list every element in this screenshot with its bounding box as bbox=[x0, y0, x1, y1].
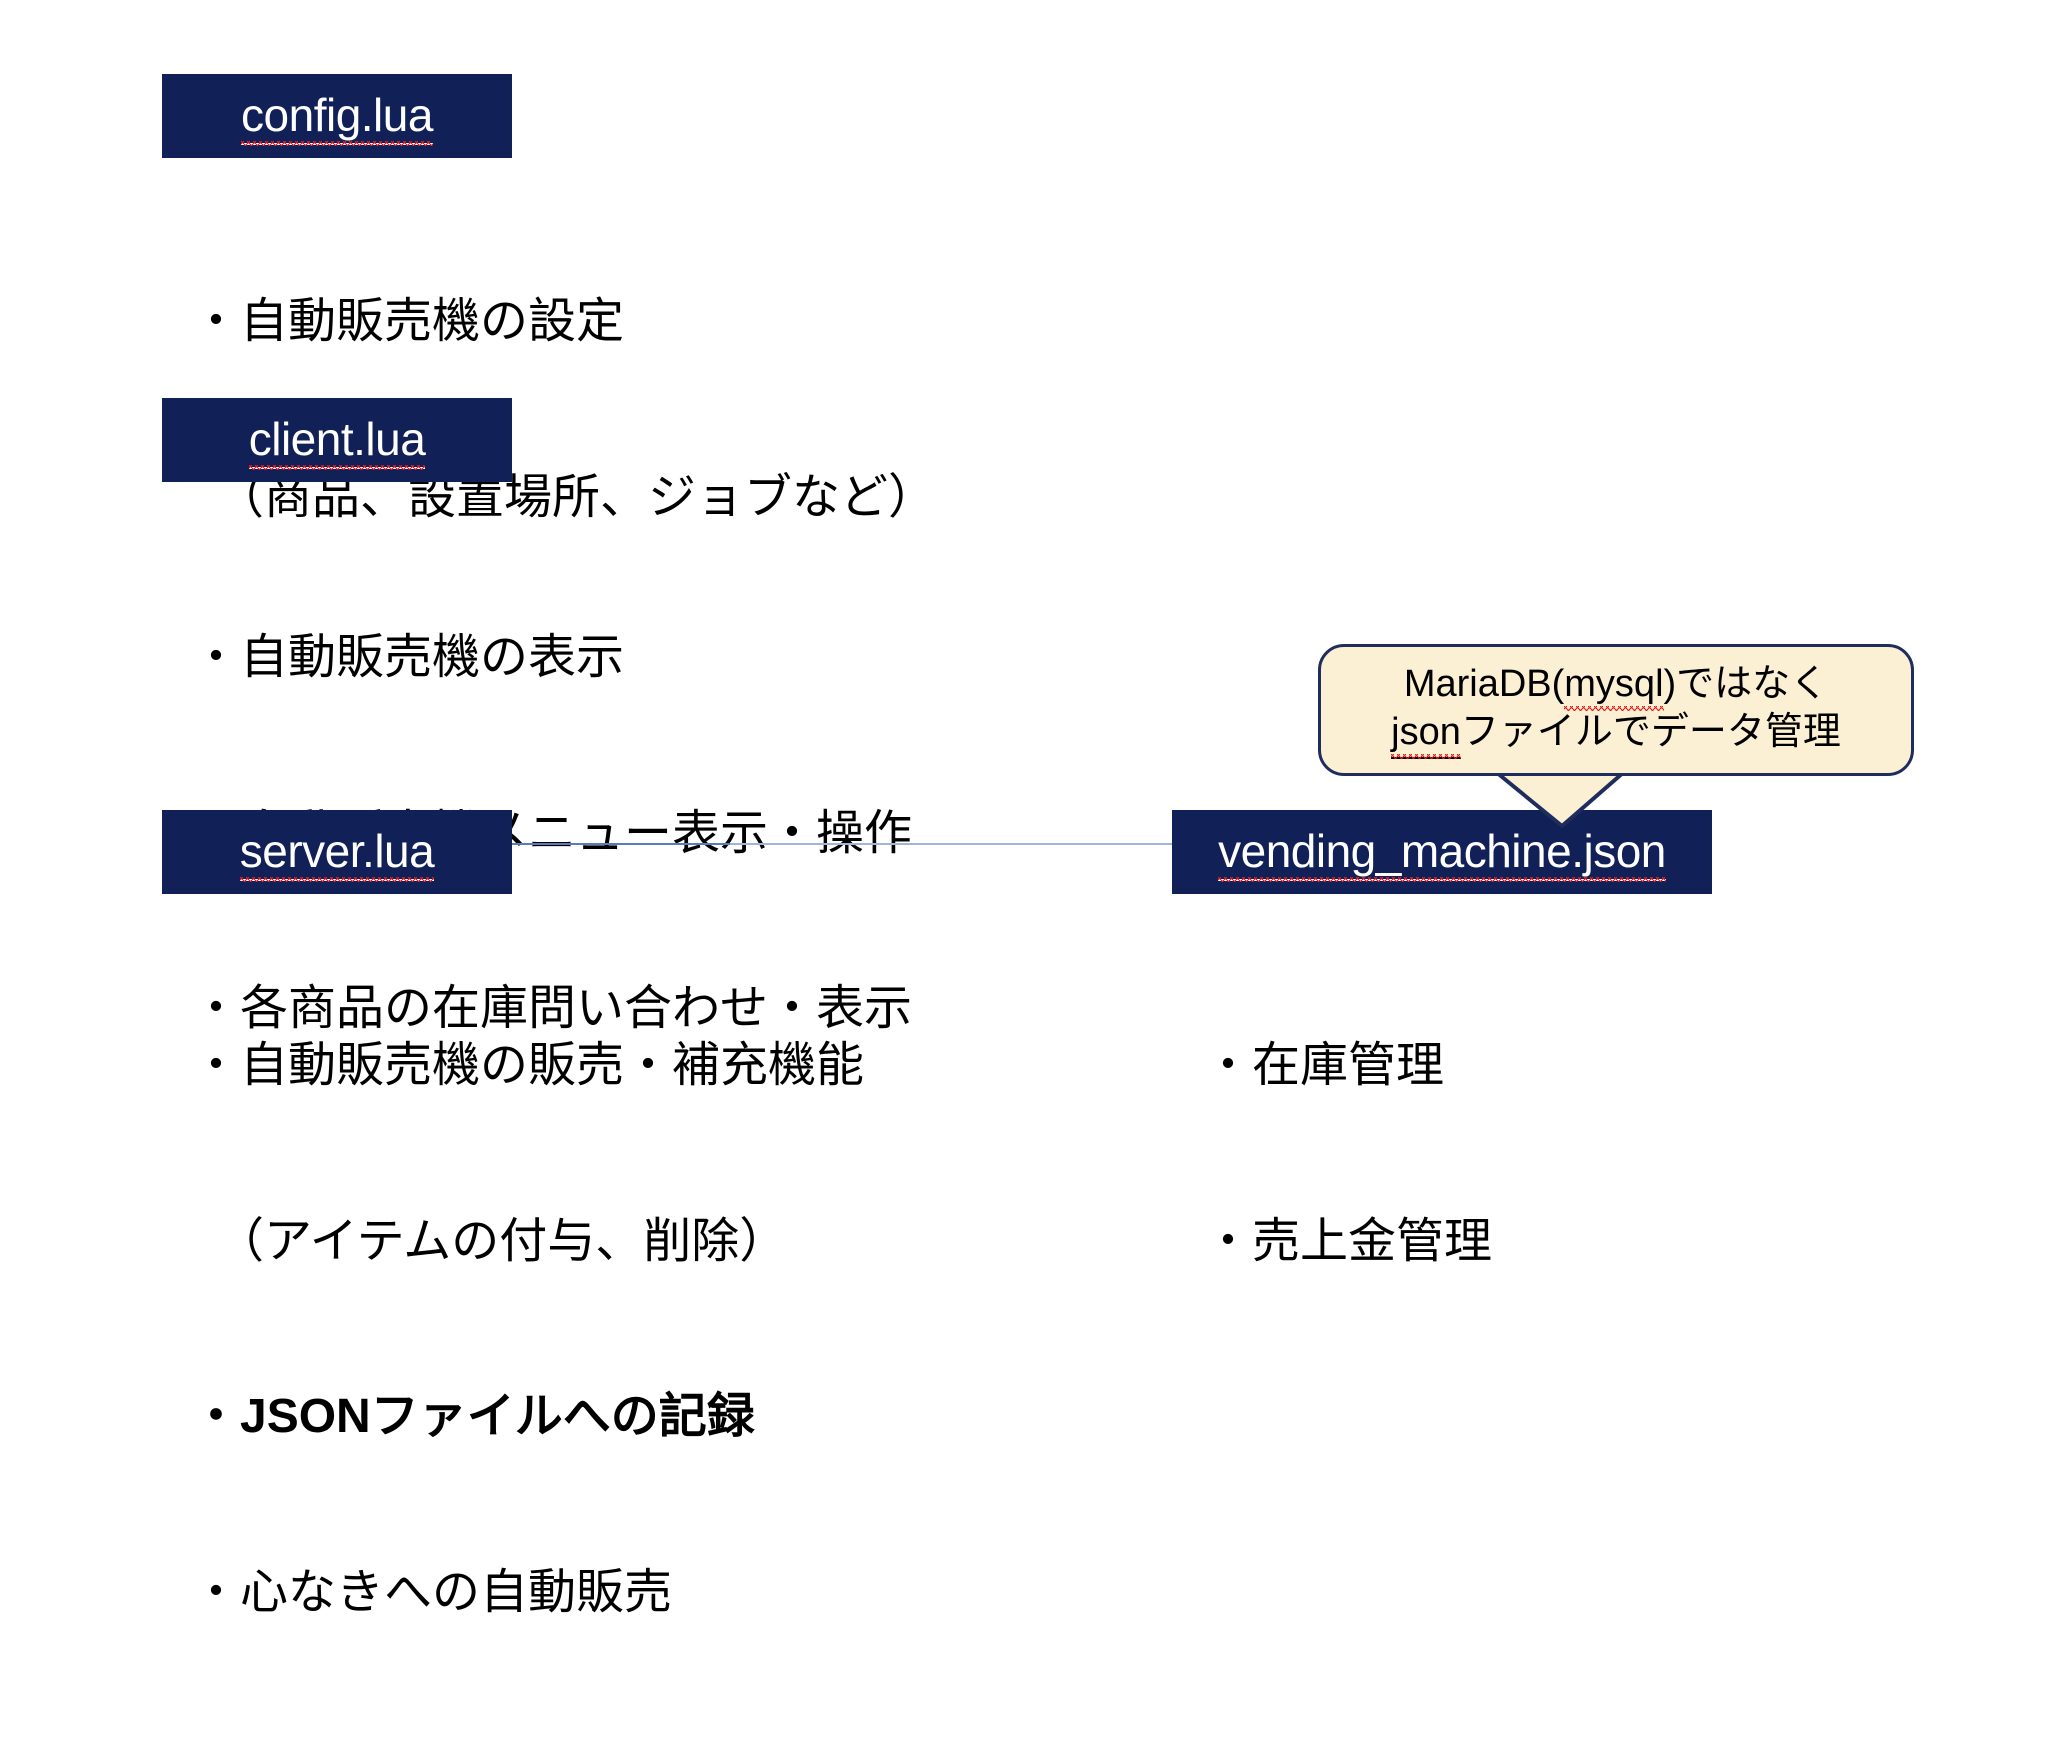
file-box-vending-machine-json[interactable]: vending_machine.json bbox=[1172, 810, 1712, 894]
callout-bubble-body: MariaDB(mysql)ではなく jsonファイルでデータ管理 bbox=[1318, 644, 1914, 776]
server-bullet-1: ・自動販売機の販売・補充機能 bbox=[192, 1039, 865, 1093]
server-bullet-2: （アイテムの付与、削除） bbox=[192, 1214, 788, 1268]
callout-line-2: jsonファイルでデータ管理 bbox=[1391, 709, 1841, 759]
json-bullet-1: ・在庫管理 bbox=[1204, 1039, 1445, 1093]
callout-line-2-misspelled: json bbox=[1391, 709, 1461, 759]
json-bullet-2: ・売上金管理 bbox=[1204, 1214, 1493, 1268]
server-lua-description: ・自動販売機の販売・補充機能 （アイテムの付与、削除） ・JSONファイルへの記… bbox=[192, 920, 864, 1740]
config-bullet-1: ・自動販売機の設定 bbox=[192, 295, 625, 349]
server-bullet-3: ・JSONファイルへの記録 bbox=[192, 1390, 755, 1444]
callout-line-2-suffix: ファイルでデータ管理 bbox=[1460, 711, 1841, 753]
callout-line-1-suffix: )ではなく bbox=[1663, 663, 1829, 706]
file-box-client-lua-label: client.lua bbox=[248, 412, 426, 470]
slide-canvas: config.lua ・自動販売機の設定 （商品、設置場所、ジョブなど） cli… bbox=[162, 74, 1914, 1620]
server-bullet-4: ・心なきへの自動販売 bbox=[192, 1566, 673, 1620]
file-box-config-lua-label: config.lua bbox=[241, 88, 433, 146]
client-bullet-1: ・自動販売機の表示 bbox=[192, 631, 625, 685]
file-box-vending-machine-json-label: vending_machine.json bbox=[1218, 824, 1666, 882]
callout-line-1-prefix: MariaDB( bbox=[1403, 663, 1565, 706]
vending-machine-json-description: ・在庫管理 ・売上金管理 bbox=[1204, 920, 1492, 1388]
file-box-server-lua[interactable]: server.lua bbox=[162, 810, 512, 894]
callout-line-1: MariaDB(mysql)ではなく bbox=[1403, 661, 1829, 711]
file-box-config-lua[interactable]: config.lua bbox=[162, 74, 512, 158]
callout-tail-icon bbox=[1494, 770, 1626, 828]
connector-line-server-to-json bbox=[512, 843, 1172, 845]
callout-bubble: MariaDB(mysql)ではなく jsonファイルでデータ管理 bbox=[1318, 644, 1914, 828]
client-bullet-3: ・各商品の在庫問い合わせ・表示 bbox=[192, 982, 913, 1036]
file-box-server-lua-label: server.lua bbox=[239, 824, 435, 882]
file-box-client-lua[interactable]: client.lua bbox=[162, 398, 512, 482]
callout-line-1-misspelled: mysql bbox=[1564, 661, 1664, 711]
